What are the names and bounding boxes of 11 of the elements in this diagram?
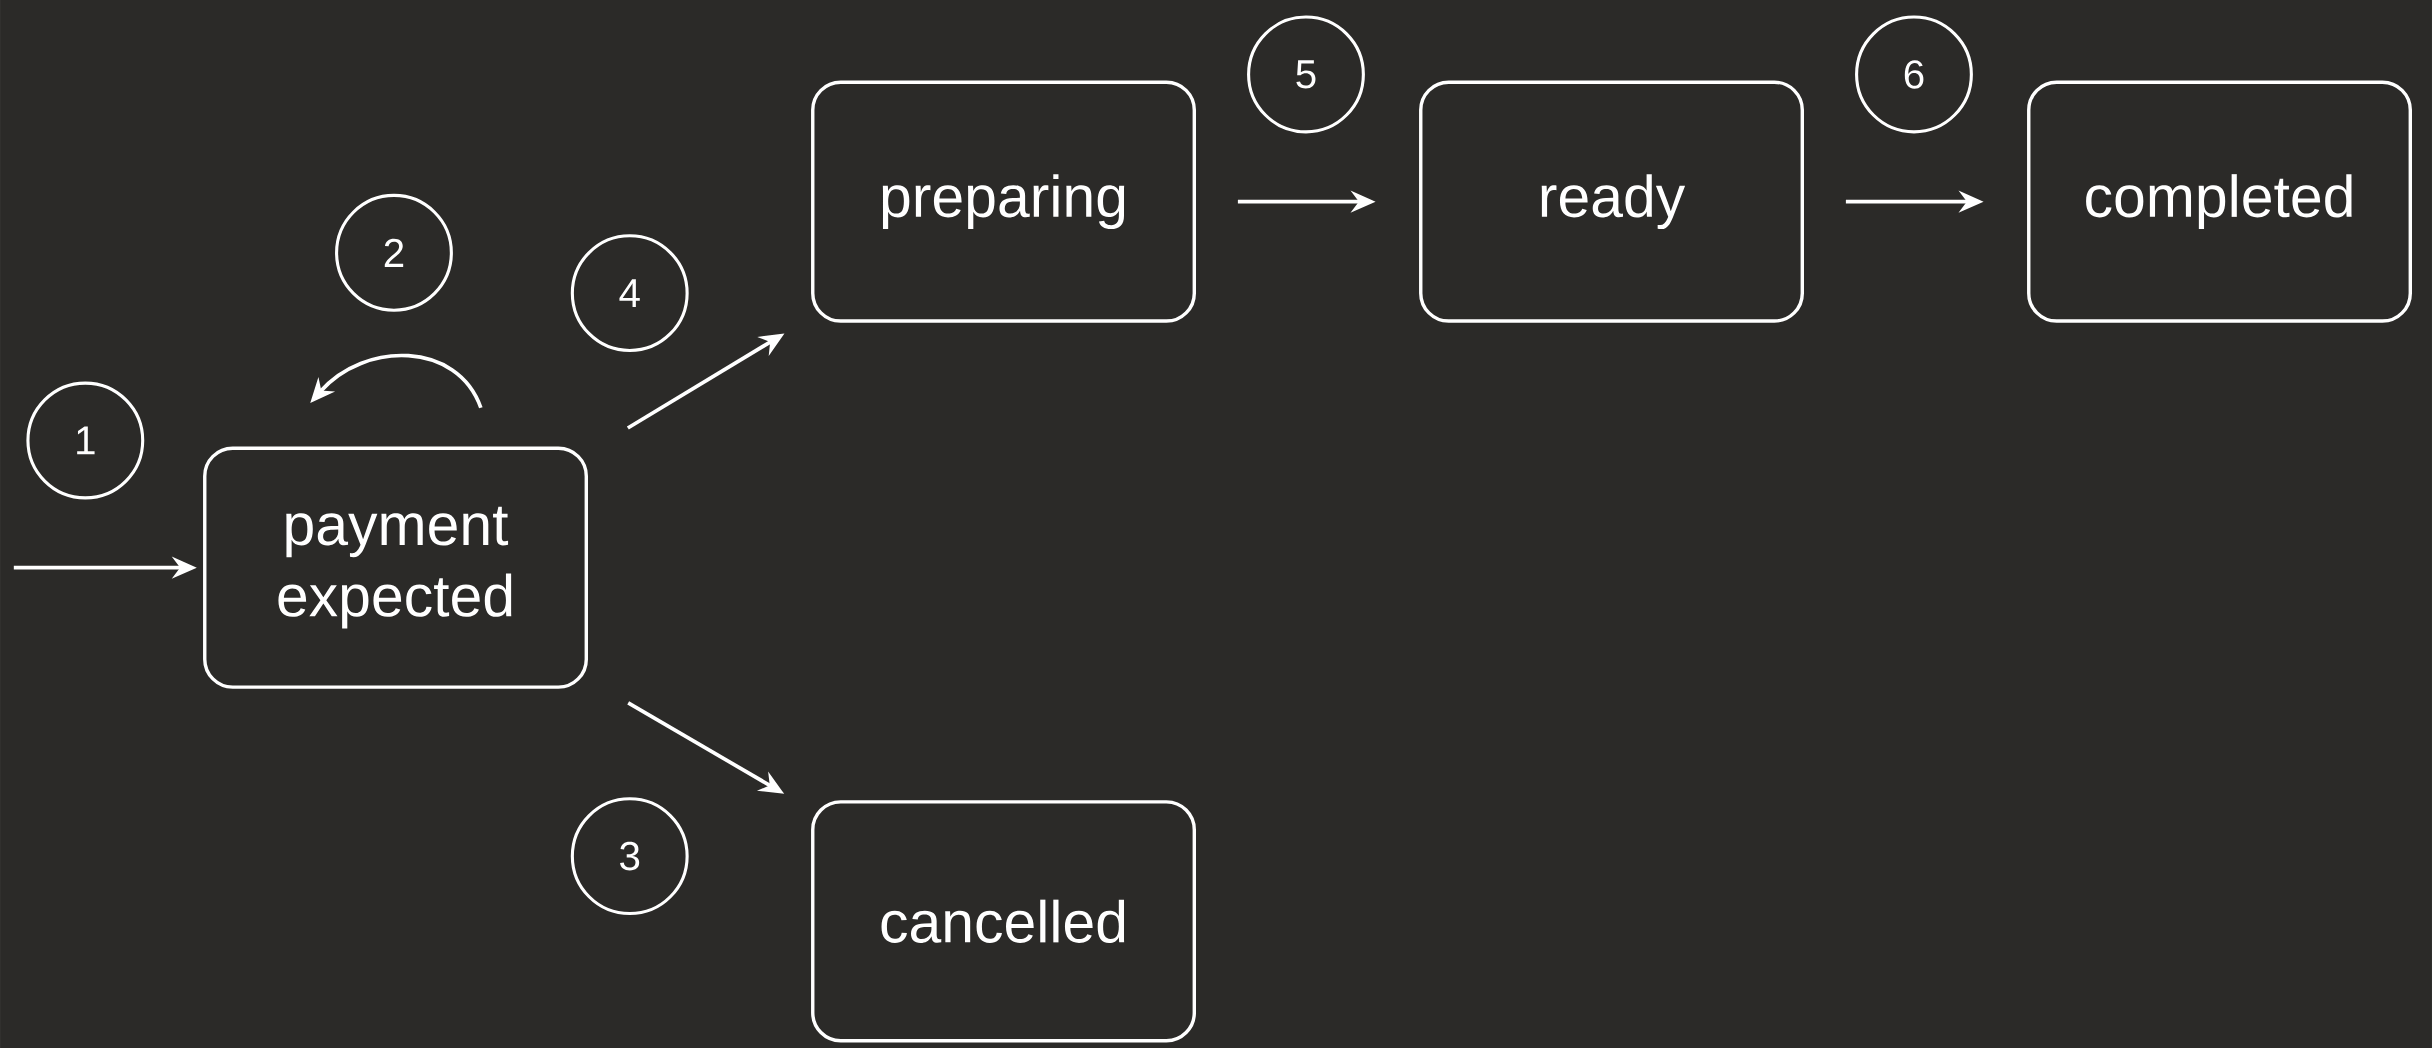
state-box: ready [1419, 80, 1804, 323]
state-box: preparing [811, 80, 1196, 323]
state-box: payment expected [203, 446, 588, 689]
callout-number: 2 [335, 193, 453, 312]
callout-number: 1 [26, 381, 145, 500]
state-box: cancelled [811, 799, 1196, 1043]
callout-number: 5 [1247, 15, 1365, 134]
state-box: completed [2027, 80, 2412, 323]
callout-number: 4 [570, 233, 689, 352]
callout-number: 3 [570, 797, 689, 915]
callout-number: 6 [1855, 15, 1973, 134]
